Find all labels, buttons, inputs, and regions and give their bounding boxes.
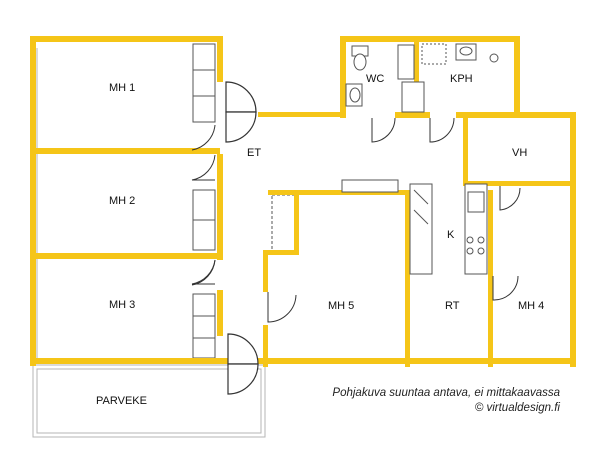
- room-labels: MH 1 MH 2 MH 3 ET WC KPH VH K MH 5 RT MH…: [96, 73, 544, 407]
- bathroom-fixtures: [345, 43, 499, 113]
- kitchen-fixtures: [341, 179, 488, 275]
- room-label-mh4: MH 4: [518, 300, 544, 312]
- credit-note: © virtualdesign.fi: [474, 402, 560, 414]
- room-label-wc: WC: [366, 73, 384, 85]
- room-label-mh2: MH 2: [109, 195, 135, 207]
- room-label-kph: KPH: [450, 73, 473, 85]
- walls: [30, 36, 576, 367]
- wardrobes: [192, 43, 297, 359]
- room-label-mh1: MH 1: [109, 82, 135, 94]
- room-label-vh: VH: [512, 147, 527, 159]
- balcony-outline: [32, 364, 266, 438]
- room-label-et: ET: [247, 147, 261, 159]
- room-label-mh3: MH 3: [109, 299, 135, 311]
- doors: [191, 81, 521, 395]
- room-label-parveke: PARVEKE: [96, 395, 147, 407]
- room-label-k: K: [447, 229, 455, 241]
- room-label-rt: RT: [445, 300, 460, 312]
- disclaimer-note: Pohjakuva suuntaa antava, ei mittakaavas…: [332, 387, 560, 399]
- room-label-mh5: MH 5: [328, 300, 354, 312]
